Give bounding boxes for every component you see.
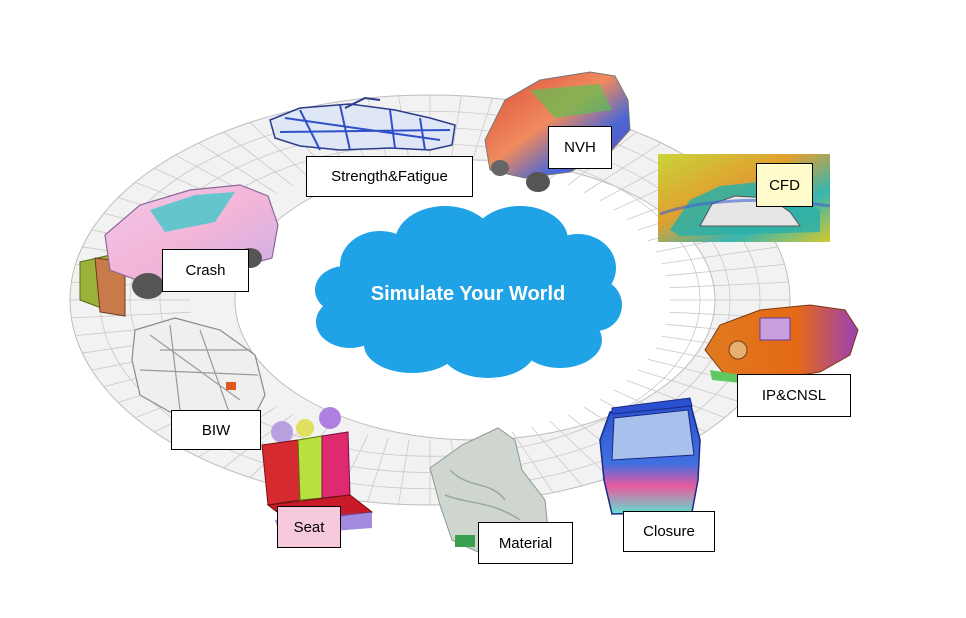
label-cfd: CFD	[756, 163, 813, 207]
label-biw: BIW	[171, 410, 261, 450]
cloud-shape: Simulate Your World	[315, 206, 622, 378]
label-seat: Seat	[277, 506, 341, 548]
label-closure: Closure	[623, 511, 715, 552]
label-crash: Crash	[162, 249, 249, 292]
label-material: Material	[478, 522, 573, 564]
center-title: Simulate Your World	[371, 283, 565, 305]
strength-fatigue-image	[269, 96, 456, 151]
closure-image	[599, 397, 701, 515]
label-nvh: NVH	[548, 126, 612, 169]
material-image	[429, 427, 549, 553]
label-strength-fatigue: Strength&Fatigue	[306, 156, 473, 197]
label-ip-cnsl: IP&CNSL	[737, 374, 851, 417]
